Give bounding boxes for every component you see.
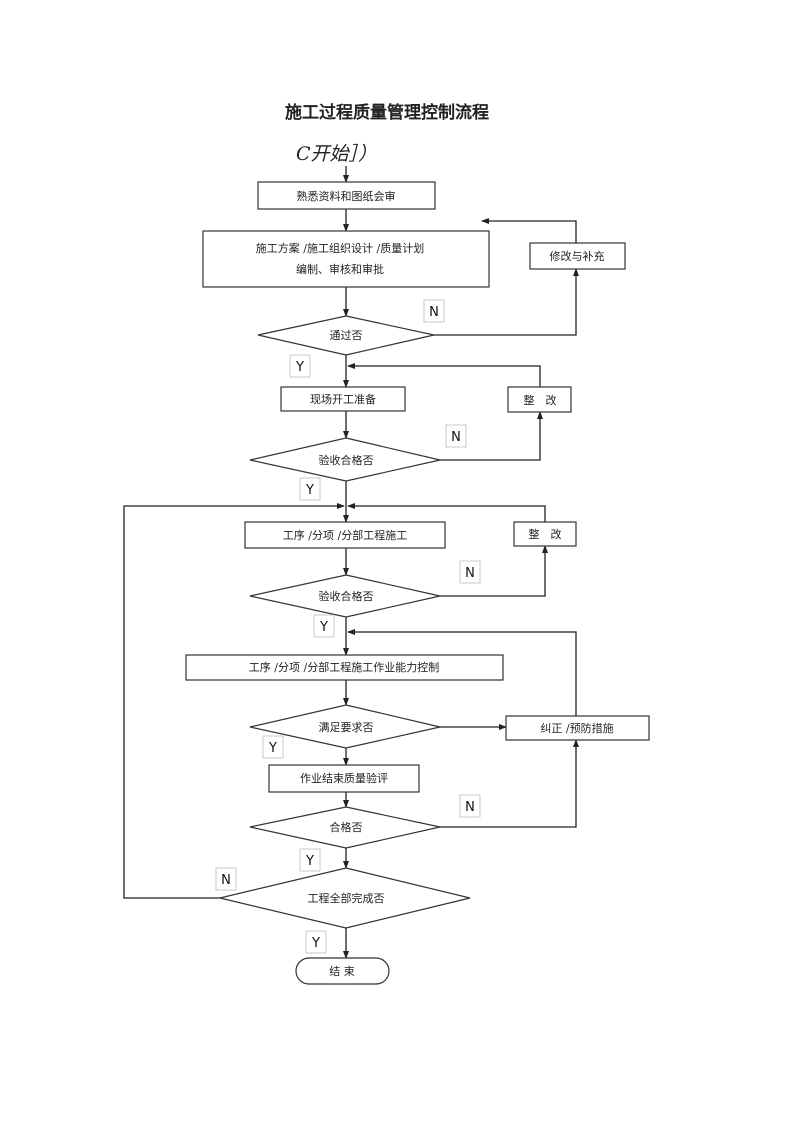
page-title: 施工过程质量管理控制流程 [285,102,489,123]
prep-box [280,386,406,412]
construct-label: 工序 /分项 /分部工程施工 [283,528,407,542]
capability-label: 工序 /分项 /分部工程施工作业能力控制 [249,660,439,674]
plan-box [202,230,490,288]
pass-decision [257,315,435,356]
tag-y-meet: Y [268,741,277,756]
modify-label: 修改与补充 [550,249,605,263]
accept1-decision [249,437,441,482]
tag-frame-n-complete [215,867,237,891]
qualified-label: 合格否 [330,820,363,834]
tag-y-accept2: Y [319,620,328,635]
plan-label-line2: 编制、审核和审批 [296,262,384,276]
loop-rectify-to-prep [347,363,541,387]
loop-rectify-to-construct [347,503,546,522]
complete-label: 工程全部完成否 [308,891,385,905]
meet-label: 满足要求否 [319,721,374,734]
accept1-label: 验收合格否 [319,453,374,467]
tag-frame-y-accept1 [299,477,321,501]
meet-decision [249,704,441,749]
pass-label: 通过否 [330,329,363,342]
review-label: 熟悉资料和图纸会审 [297,189,396,203]
tag-n-accept1: N [451,430,461,445]
tag-y-complete: Y [311,936,320,951]
capability-box [185,654,504,681]
loop-qualified-to-corrective [440,739,579,828]
loop-accept2-to-rectify [440,545,548,597]
tag-n-pass: N [429,305,439,320]
prep-label: 现场开工准备 [310,392,376,406]
loop-corrective-to-capability [347,629,577,716]
tag-frame-n-accept2 [459,560,481,584]
tag-y-accept1: Y [305,483,314,498]
end-label: 结 束 [329,965,355,978]
tag-y-pass: Y [295,360,304,375]
tag-frame-y-accept2 [313,614,335,638]
qualified-decision [249,806,441,849]
complete-decision [219,867,471,929]
tag-n-accept2: N [465,566,475,581]
modify-box [529,242,626,270]
end-terminator [295,957,390,985]
tag-frame-y-qualified [299,848,321,872]
rectify1-label: 整 改 [524,393,557,407]
tag-frame-y-complete [305,930,327,954]
tag-n-complete: N [221,873,231,888]
branch-tag-frames [215,299,481,954]
loop-modify-to-plan [481,218,577,243]
corrective-box [505,715,650,741]
tag-frame-n-accept1 [445,424,467,448]
construct-box [244,521,446,549]
connectors [123,166,579,959]
tag-y-qualified: Y [305,854,314,869]
tag-frame-y-meet [262,735,284,759]
start-node: C开始］） [296,143,377,165]
accept2-decision [249,574,441,618]
tag-frame-n-qualified [459,794,481,818]
rectify1-box [507,386,572,413]
plan-label-line1: 施工方案 /施工组织设计 /质量计划 [256,241,424,255]
evaluate-label: 作业结束质量验评 [300,771,388,785]
tag-n-qualified: N [465,800,475,815]
corrective-label: 纠正 /预防措施 [540,721,613,735]
loop-pass-to-modify [434,268,579,336]
rectify2-box [513,521,577,547]
review-box [257,181,436,210]
tag-frame-y-pass [289,354,311,378]
rectify2-label: 整 改 [529,527,562,541]
tag-frame-n-pass [423,299,445,323]
loop-complete-to-construct [123,503,345,899]
evaluate-box [268,764,420,793]
accept2-label: 验收合格否 [319,589,374,603]
loop-accept1-to-rectify [440,411,543,461]
